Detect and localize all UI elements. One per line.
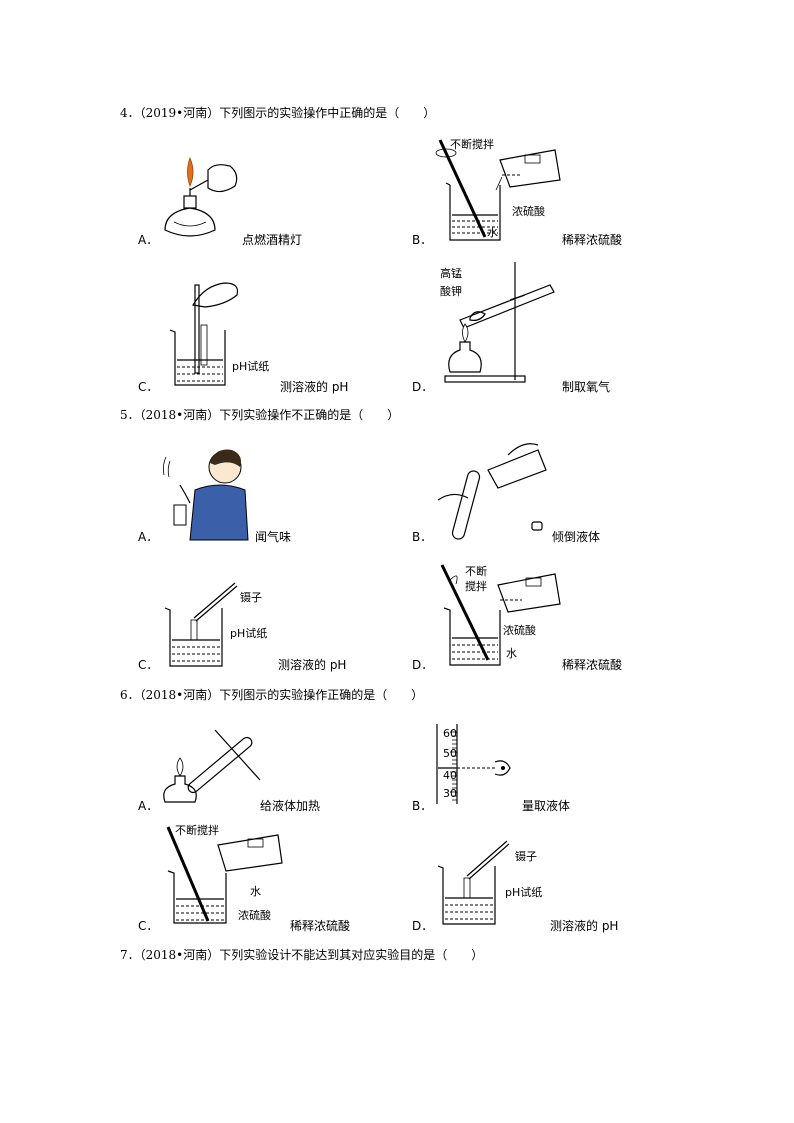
option-6d-caption: 测溶液的 pH	[550, 919, 619, 933]
figure-4b-diluting-acid	[435, 139, 561, 241]
figure-6a-heating-liquid	[163, 729, 261, 803]
figure-5a-smelling	[162, 449, 249, 541]
option-6c-letter: C．	[138, 919, 159, 933]
label-6c-water: 水	[250, 885, 261, 898]
label-4d-permanganate: 酸钾	[440, 285, 462, 298]
option-4a-caption: 点燃酒精灯	[242, 233, 303, 247]
label-6b-40: 40	[443, 769, 457, 782]
figure-5c-ph-tweezers	[164, 582, 238, 667]
option-4d-caption: 制取氧气	[562, 380, 611, 394]
label-4c-ph-paper: pH试纸	[232, 360, 270, 373]
figure-4c-measuring-ph	[169, 282, 239, 386]
option-4c-caption: 测溶液的 pH	[280, 380, 349, 394]
figure-6c-diluting-incorrect	[166, 826, 283, 924]
figure-4d-making-oxygen	[444, 262, 555, 383]
option-4b-caption: 稀释浓硫酸	[562, 233, 623, 247]
figure-6d-ph-tweezers	[437, 840, 510, 925]
label-6b-30: 30	[443, 787, 457, 800]
option-6a-letter: A．	[138, 799, 159, 813]
figure-5b-pouring-liquid	[437, 443, 547, 540]
option-5c-letter: C．	[138, 658, 159, 672]
option-5c-caption: 测溶液的 pH	[278, 658, 347, 672]
label-4b-conc-acid: 浓硫酸	[512, 205, 545, 218]
label-6d-tweezers: 镊子	[515, 850, 537, 863]
question-6-stem: 6．（2018•河南）下列图示的实验操作正确的是（ ）	[120, 688, 424, 702]
option-5b-caption: 倾倒液体	[552, 530, 601, 544]
label-4b-water: 水	[487, 226, 498, 239]
option-4b-letter: B．	[412, 233, 433, 247]
label-4d-potassium: 高锰	[440, 267, 462, 280]
label-5d-conc-acid: 浓硫酸	[503, 624, 536, 637]
option-5d-caption: 稀释浓硫酸	[562, 658, 623, 672]
option-6b-caption: 量取液体	[522, 799, 571, 813]
label-5d-stirring-1: 不断	[465, 565, 487, 578]
option-4a-letter: A．	[138, 233, 159, 247]
question-7-stem: 7．（2018•河南）下列实验设计不能达到其对应实验目的是（ ）	[120, 948, 484, 962]
option-5b-letter: B．	[412, 530, 433, 544]
question-5-stem: 5．（2018•河南）下列实验操作不正确的是（ ）	[120, 408, 400, 422]
label-6c-conc-acid: 浓硫酸	[238, 909, 271, 922]
option-6c-caption: 稀释浓硫酸	[290, 919, 351, 933]
option-4d-letter: D．	[412, 380, 434, 394]
option-5a-caption: 闻气味	[255, 530, 292, 544]
label-5c-tweezers: 镊子	[240, 591, 262, 604]
label-6b-50: 50	[443, 747, 457, 760]
question-4-stem: 4．（2019•河南）下列图示的实验操作中正确的是（ ）	[120, 106, 436, 120]
label-5d-stirring-2: 搅拌	[465, 580, 487, 593]
label-5d-water: 水	[506, 647, 517, 660]
option-6a-caption: 给液体加热	[260, 799, 321, 813]
figure-4a-lighting-alcohol-lamp	[164, 156, 238, 237]
label-4b-stirring: 不断搅拌	[450, 138, 494, 151]
label-6b-60: 60	[443, 727, 457, 740]
figure-5d-diluting-acid	[440, 564, 561, 666]
label-6c-stirring: 不断搅拌	[175, 824, 219, 837]
label-5c-ph-paper: pH试纸	[230, 627, 268, 640]
figure-6b-measuring-cylinder	[436, 724, 511, 804]
option-5a-letter: A．	[138, 530, 159, 544]
label-6d-ph-paper: pH试纸	[505, 886, 543, 899]
option-6b-letter: B．	[412, 799, 433, 813]
option-4c-letter: C．	[138, 380, 159, 394]
option-6d-letter: D．	[412, 919, 434, 933]
option-5d-letter: D．	[412, 658, 434, 672]
